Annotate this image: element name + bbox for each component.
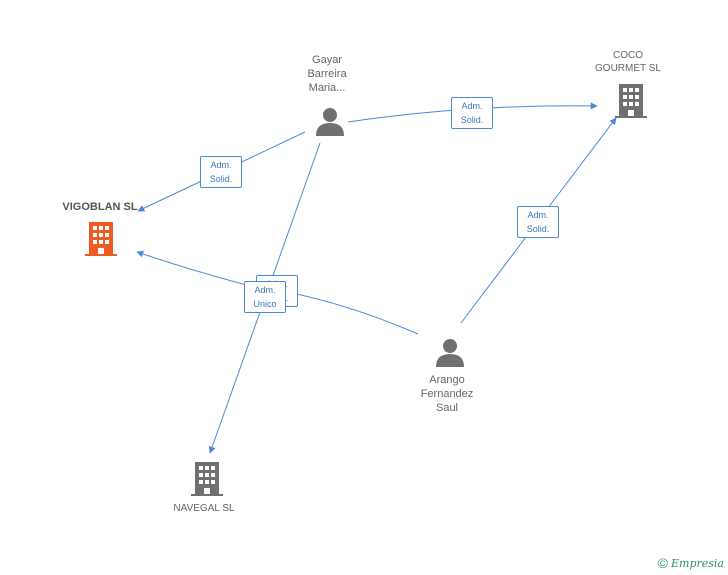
coco-label[interactable]: COCO GOURMET SL — [595, 50, 661, 74]
brand-logo[interactable]: Empresia — [671, 556, 724, 570]
edge-label-arango-coco[interactable]: Adm. Solid. — [517, 206, 559, 238]
vigoblan-building-icon[interactable] — [85, 222, 117, 261]
credit[interactable]: © Empresia — [658, 555, 724, 571]
edge-label-gayar-navegal[interactable]: Adm. Unico — [244, 281, 286, 313]
navegal-label[interactable]: NAVEGAL SL — [173, 503, 235, 514]
vigoblan-label[interactable]: VIGOBLAN SL — [62, 201, 138, 213]
copyright-symbol: © — [657, 555, 668, 571]
gayar-person-icon[interactable] — [315, 106, 345, 141]
navegal-building-icon[interactable] — [191, 462, 223, 501]
edge-label-gayar-coco[interactable]: Adm. Solid. — [451, 97, 493, 129]
edge-label-gayar-vigoblan[interactable]: Adm. Solid. — [200, 156, 242, 188]
coco-building-icon[interactable] — [615, 84, 647, 123]
arango-label[interactable]: Arango Fernandez Saul — [420, 374, 474, 414]
arango-person-icon[interactable] — [435, 337, 465, 372]
gayar-label[interactable]: Gayar Barreira Maria... — [307, 54, 347, 94]
